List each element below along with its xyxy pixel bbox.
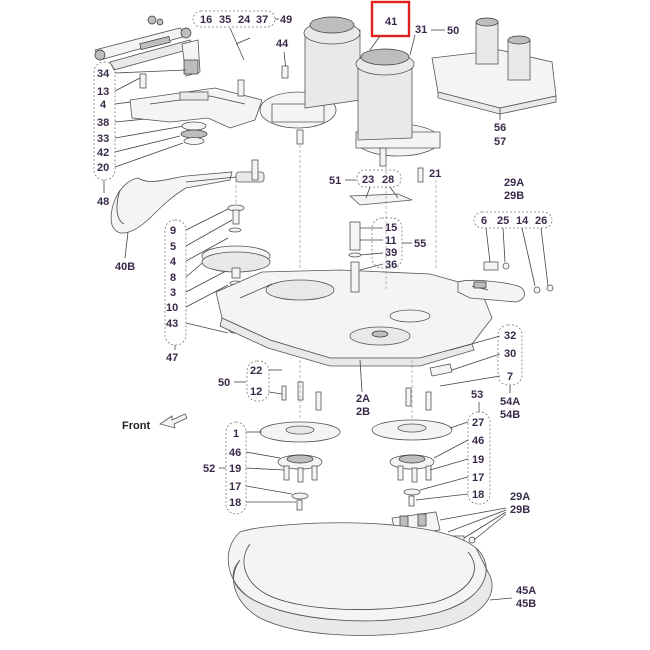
label-19-left: 19 — [229, 463, 241, 475]
label-54B: 54B — [500, 409, 520, 421]
label-43: 43 — [166, 318, 178, 330]
label-group-center-top — [356, 169, 402, 188]
label-37: 37 — [256, 14, 268, 26]
label-36: 36 — [385, 259, 397, 271]
label-54A: 54A — [500, 396, 520, 408]
label-7: 7 — [507, 371, 513, 383]
label-group-left-upper — [93, 61, 116, 181]
highlight-41-box — [370, 0, 411, 38]
link-rod-assembly — [94, 15, 251, 77]
label-19-right: 19 — [472, 454, 484, 466]
label-27: 27 — [472, 417, 484, 429]
label-10: 10 — [166, 302, 178, 314]
label-22: 22 — [250, 365, 262, 377]
label-44: 44 — [276, 38, 289, 50]
label-group-lower-right — [467, 411, 491, 505]
front-label: Front — [122, 420, 150, 432]
label-57: 57 — [494, 136, 506, 148]
label-2A: 2A — [356, 393, 370, 405]
handle-right — [457, 279, 525, 303]
label-40B: 40B — [115, 261, 135, 273]
label-33: 33 — [97, 133, 109, 145]
label-45B: 45B — [516, 598, 536, 610]
label-39: 39 — [385, 247, 397, 259]
label-1: 1 — [233, 428, 239, 440]
label-18-right: 18 — [472, 489, 484, 501]
label-56: 56 — [494, 122, 506, 134]
label-52: 52 — [203, 463, 215, 475]
label-23: 23 — [362, 174, 374, 186]
handle-40B — [110, 171, 265, 234]
label-42: 42 — [97, 147, 109, 159]
label-15: 15 — [385, 222, 397, 234]
label-31: 31 — [415, 24, 427, 36]
spindle-stack-left — [201, 159, 271, 334]
label-group-mid-left — [246, 360, 270, 402]
deck-plate — [215, 269, 493, 367]
label-2B: 2B — [356, 406, 370, 418]
label-29B-top: 29B — [504, 190, 524, 202]
label-55: 55 — [414, 238, 426, 250]
label-6: 6 — [481, 215, 487, 227]
label-50-top: 50 — [447, 25, 459, 37]
label-4-mid: 4 — [170, 256, 177, 268]
label-28: 28 — [382, 174, 394, 186]
label-8: 8 — [170, 272, 176, 284]
label-13: 13 — [97, 86, 109, 98]
dual-motor-plate — [431, 17, 557, 120]
label-18-left: 18 — [229, 497, 241, 509]
label-48: 48 — [97, 196, 109, 208]
label-25: 25 — [497, 215, 509, 227]
label-4: 4 — [100, 99, 107, 111]
label-35: 35 — [219, 14, 231, 26]
label-17-right: 17 — [472, 472, 484, 484]
label-14: 14 — [516, 215, 529, 227]
front-arrow-icon — [159, 413, 188, 429]
label-12: 12 — [250, 386, 262, 398]
label-16: 16 — [200, 14, 212, 26]
label-46-left: 46 — [229, 447, 241, 459]
label-group-top-left — [192, 10, 276, 28]
label-34: 34 — [97, 68, 110, 80]
motor-right — [355, 48, 441, 167]
label-30: 30 — [504, 348, 516, 360]
label-29A-top: 29A — [504, 177, 524, 189]
label-24: 24 — [238, 14, 251, 26]
label-group-left-mid — [164, 219, 187, 346]
label-41: 41 — [385, 16, 397, 28]
label-11: 11 — [385, 235, 397, 247]
label-38: 38 — [97, 117, 109, 129]
label-26: 26 — [535, 215, 547, 227]
spindle-assembly-left — [259, 421, 341, 511]
label-group-lower-left — [225, 421, 247, 515]
bumper-ring — [227, 522, 493, 636]
label-5: 5 — [170, 241, 176, 253]
label-17-left: 17 — [229, 481, 241, 493]
label-45A: 45A — [516, 585, 536, 597]
label-32: 32 — [504, 330, 516, 342]
mount-bracket — [129, 79, 263, 145]
label-46-right: 46 — [472, 435, 484, 447]
label-20: 20 — [97, 162, 109, 174]
label-47: 47 — [166, 352, 178, 364]
spindle-assembly-right — [371, 419, 453, 507]
label-53: 53 — [471, 389, 483, 401]
label-49: 49 — [280, 14, 292, 26]
label-21: 21 — [429, 168, 441, 180]
label-group-right — [473, 211, 553, 229]
motor-left — [259, 16, 361, 150]
label-29B-bottom: 29B — [510, 504, 530, 516]
label-51: 51 — [329, 175, 341, 187]
label-9: 9 — [170, 225, 176, 237]
label-50-mid: 50 — [218, 377, 230, 389]
label-3: 3 — [170, 287, 176, 299]
label-29A-bottom: 29A — [510, 491, 530, 503]
